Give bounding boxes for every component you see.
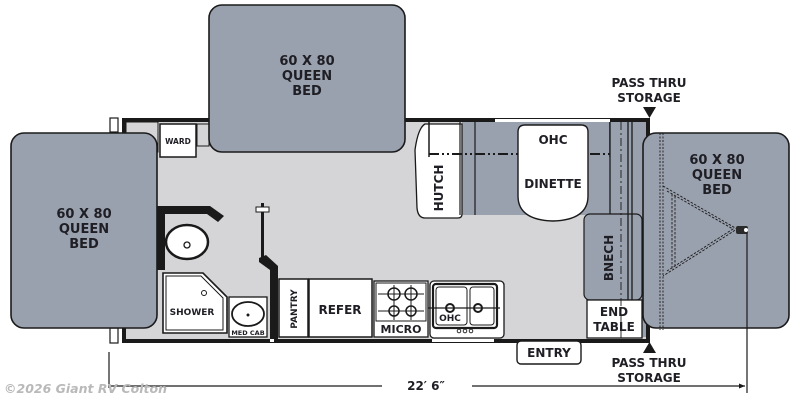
right-bed: 60 X 80 QUEEN BED	[642, 132, 790, 330]
kitchen: PANTRY REFER MICRO	[278, 277, 505, 339]
pass-thru-top-line2: STORAGE	[617, 91, 681, 105]
arrow-down-icon	[643, 107, 656, 118]
right-bed-type: QUEEN	[692, 168, 742, 183]
right-bed-size: 60 X 80	[689, 153, 744, 168]
hutch-label: HUTCH	[432, 165, 446, 212]
bathroom: SHOWER MED CAB	[157, 203, 278, 339]
bench-label: BNECH	[602, 235, 616, 281]
ohc-kitchen-label: OHC	[439, 314, 461, 324]
entry-door: ENTRY	[516, 340, 582, 365]
dinette-area: HUTCH OHC DINETTE	[414, 122, 611, 222]
top-bed-type: QUEEN	[282, 69, 332, 84]
left-bed: 60 X 80 QUEEN BED	[10, 132, 158, 329]
stove-icon	[373, 280, 429, 338]
top-bed-word: BED	[292, 84, 322, 99]
left-bed-type: QUEEN	[59, 222, 109, 237]
micro-label: MICRO	[381, 323, 422, 336]
arrow-up-icon	[643, 342, 656, 353]
med-cab-label: MED CAB	[231, 329, 264, 337]
end-table-label-1: END	[600, 305, 628, 319]
left-bed-word: BED	[69, 237, 99, 252]
end-table-label-2: TABLE	[593, 320, 635, 334]
hitch-coupler-icon	[736, 226, 748, 234]
entry-label: ENTRY	[527, 346, 571, 360]
pass-thru-storage-bottom: PASS THRU STORAGE	[611, 342, 687, 385]
pass-thru-top-line1: PASS THRU	[611, 76, 686, 90]
wardrobe-label: WARD	[165, 137, 191, 146]
length-label: 22′ 6″	[407, 379, 445, 393]
kitchen-sink-icon	[428, 280, 505, 339]
pass-thru-storage-top: PASS THRU STORAGE	[611, 76, 687, 118]
length-dimension: 22′ 6″	[108, 233, 748, 393]
pantry-label: PANTRY	[290, 289, 300, 329]
light-fixture-icon	[255, 203, 270, 213]
refer-label: REFER	[318, 303, 361, 317]
pass-thru-bottom-line2: STORAGE	[617, 371, 681, 385]
bench-area: BNECH END TABLE	[583, 122, 646, 340]
top-bed: 60 X 80 QUEEN BED	[208, 4, 406, 153]
shower-label: SHOWER	[170, 308, 215, 318]
right-bed-word: BED	[702, 183, 732, 198]
dinette-label: DINETTE	[524, 177, 582, 191]
top-bed-size: 60 X 80	[279, 54, 334, 69]
ohc-dinette-label: OHC	[538, 133, 567, 147]
watermark: ©2026 Giant RV Colton	[4, 381, 168, 396]
pass-thru-bottom-line1: PASS THRU	[611, 356, 686, 370]
left-bed-size: 60 X 80	[56, 207, 111, 222]
